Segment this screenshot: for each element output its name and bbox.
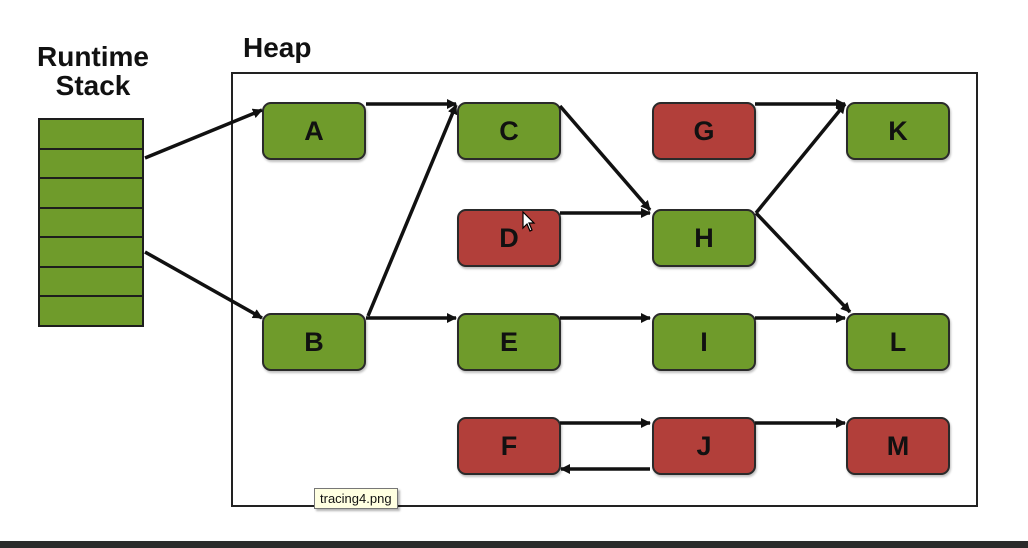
mouse-cursor-icon (522, 211, 536, 232)
heap-object-k: K (846, 102, 950, 160)
heap-object-c: C (457, 102, 561, 160)
heap-object-g: G (652, 102, 756, 160)
runtime-stack-title: Runtime Stack (37, 41, 149, 102)
heap-object-l: L (846, 313, 950, 371)
heap-object-f: F (457, 417, 561, 475)
heap-object-j: J (652, 417, 756, 475)
heap-object-a: A (262, 102, 366, 160)
stack-slot (40, 208, 142, 239)
stack-slot (40, 267, 142, 298)
heap-object-d: D (457, 209, 561, 267)
heap-object-h: H (652, 209, 756, 267)
runtime-stack (38, 118, 144, 327)
heap-title: Heap (243, 32, 312, 63)
stack-slot (40, 120, 142, 150)
filename-tooltip: tracing4.png (314, 488, 398, 509)
bottom-bar (0, 541, 1028, 548)
stack-slot (40, 149, 142, 180)
stack-slot (40, 297, 142, 326)
heap-object-i: I (652, 313, 756, 371)
stack-slot (40, 179, 142, 209)
heap-object-m: M (846, 417, 950, 475)
stack-slot (40, 238, 142, 268)
heap-object-b: B (262, 313, 366, 371)
heap-object-e: E (457, 313, 561, 371)
